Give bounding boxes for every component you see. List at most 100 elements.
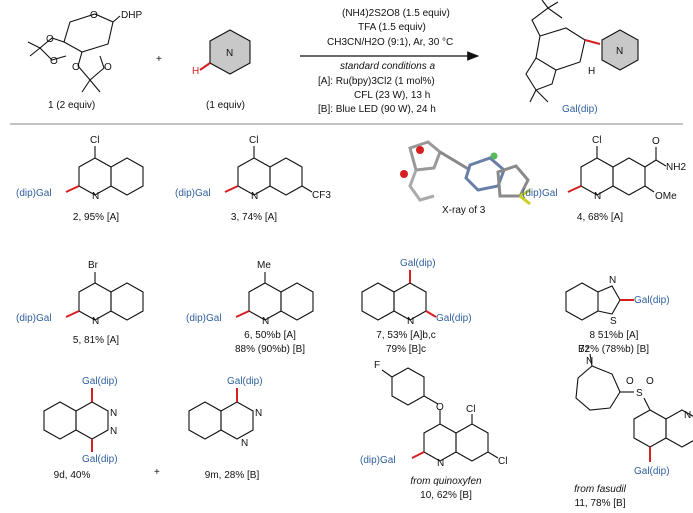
product-label: Gal(dip) bbox=[562, 104, 598, 115]
compound-7-n: N bbox=[407, 316, 414, 327]
compound-2-n: N bbox=[92, 191, 99, 202]
compound-5-n: N bbox=[92, 316, 99, 327]
compound-9m-group: Gal(dip) bbox=[227, 376, 263, 387]
compound-6-structure bbox=[235, 272, 314, 321]
reactant-1-structure: O O O O O bbox=[27, 10, 121, 93]
product-structure bbox=[525, 0, 601, 103]
compound-10-cl2: Cl bbox=[498, 456, 507, 467]
svg-text:O: O bbox=[72, 62, 80, 73]
compound-8-caption-1: 8 51%b [A] bbox=[589, 330, 639, 341]
compound-4-group: (dip)Gal bbox=[522, 188, 558, 199]
compound-7-caption-1: 7, 53% [A]b,c bbox=[376, 330, 436, 341]
condition-1: (NH4)2S2O8 (1.5 equiv) bbox=[342, 8, 450, 19]
ring-n-atom: N bbox=[226, 48, 233, 59]
compound-4-cl: Cl bbox=[592, 135, 601, 146]
compound-5-br: Br bbox=[88, 260, 99, 271]
compound-10-structure bbox=[381, 367, 499, 462]
compound-10-f: F bbox=[374, 360, 380, 371]
compound-9d-group-bottom: Gal(dip) bbox=[82, 454, 118, 465]
compound-6-group: (dip)Gal bbox=[186, 313, 222, 324]
svg-text:O: O bbox=[46, 34, 54, 45]
compound-5-caption: 5, 81% [A] bbox=[72, 335, 120, 346]
compound-9m-structure bbox=[188, 388, 254, 440]
compound-8-group: Gal(dip) bbox=[634, 295, 670, 306]
compound-11-caption-1: from fasudil bbox=[574, 484, 626, 495]
compound-6-caption-1: 6, 50%b [A] bbox=[244, 330, 296, 341]
condition-3: CH3CN/H2O (9:1), Ar, 30 °C bbox=[327, 37, 453, 48]
compound-11-o2: O bbox=[646, 376, 654, 387]
compound-4-nh2: NH2 bbox=[666, 162, 686, 173]
compound-10-o: O bbox=[436, 402, 444, 413]
compound-10-caption-1: from quinoxyfen bbox=[410, 476, 482, 487]
compound-3-cl: Cl bbox=[249, 135, 258, 146]
compound-8-n: N bbox=[609, 275, 616, 286]
compound-7-caption-2: 79% [B]c bbox=[385, 344, 427, 355]
compound-2-cl: Cl bbox=[90, 135, 99, 146]
compound-2-caption: 2, 95% [A] bbox=[72, 212, 120, 223]
h-atom: H bbox=[192, 66, 199, 77]
ring-oxygen: O bbox=[90, 10, 98, 21]
reactant-1-label: 1 (2 equiv) bbox=[48, 100, 95, 111]
compound-2-structure bbox=[65, 146, 144, 196]
compound-7-group-side: Gal(dip) bbox=[436, 313, 472, 324]
compound-7-group-top: Gal(dip) bbox=[400, 258, 436, 269]
compound-4-n: N bbox=[594, 191, 601, 202]
compound-9m-caption: 9m, 28% [B] bbox=[204, 470, 260, 481]
compound-4-o: O bbox=[652, 136, 660, 147]
compound-11-caption-2: 11, 78% [B] bbox=[574, 498, 626, 509]
compound-11-bz: Bz bbox=[578, 344, 590, 355]
svg-text:O: O bbox=[50, 56, 58, 67]
compound-3-group: (dip)Gal bbox=[175, 188, 211, 199]
compound-6-me: Me bbox=[257, 260, 271, 271]
compound-5-structure bbox=[65, 272, 144, 321]
condition-4: standard conditions a bbox=[340, 61, 436, 72]
compound-10-caption-2: 10, 62% [B] bbox=[420, 490, 472, 501]
compound-4-caption: 4, 68% [A] bbox=[576, 212, 624, 223]
xray-caption-text: X-ray of 3 bbox=[442, 205, 486, 216]
dhp-label: DHP bbox=[121, 10, 142, 21]
svg-text:O: O bbox=[104, 62, 112, 73]
compound-9d-structure bbox=[43, 388, 109, 452]
compound-9m-n1: N bbox=[255, 408, 262, 419]
compound-10-group: (dip)Gal bbox=[360, 455, 396, 466]
compound-11-s: S bbox=[636, 388, 643, 399]
condition-5: [A]: Ru(bpy)3Cl2 (1 mol%) bbox=[318, 76, 435, 87]
condition-6: CFL (23 W), 13 h bbox=[354, 90, 430, 101]
compound-4-structure bbox=[567, 146, 667, 196]
product-h-atom: H bbox=[588, 66, 595, 77]
compound-9m-n2: N bbox=[241, 438, 248, 449]
compound-2-group: (dip)Gal bbox=[16, 188, 52, 199]
condition-2: TFA (1.5 equiv) bbox=[358, 22, 426, 33]
compound-3-n: N bbox=[251, 191, 258, 202]
xray-structure-image bbox=[400, 140, 531, 206]
compound-11-group: Gal(dip) bbox=[634, 466, 670, 477]
compound-9d-n2: N bbox=[110, 426, 117, 437]
product-n-atom: N bbox=[616, 46, 623, 57]
compound-11-o1: O bbox=[626, 376, 634, 387]
compound-9d-group-top: Gal(dip) bbox=[82, 376, 118, 387]
reactant-2-heteroarene: N H bbox=[192, 29, 251, 77]
compound-8-s: S bbox=[610, 316, 617, 327]
plus-sign: + bbox=[156, 54, 162, 65]
compound-10-n: N bbox=[437, 458, 444, 469]
compound-3-caption: 3, 74% [A] bbox=[230, 212, 278, 223]
compound-5-group: (dip)Gal bbox=[16, 313, 52, 324]
compound-9d-n1: N bbox=[110, 408, 117, 419]
plus-sign-2: + bbox=[154, 467, 160, 478]
compound-6-caption-2: 88% (90%b) [B] bbox=[234, 344, 306, 355]
compound-10-cl1: Cl bbox=[466, 404, 475, 415]
compound-8-caption-2: 72% (78%b) [B] bbox=[578, 344, 650, 355]
reactant-2-label: (1 equiv) bbox=[206, 100, 245, 111]
compound-3-structure bbox=[224, 146, 313, 196]
compound-6-n: N bbox=[262, 316, 269, 327]
compound-3-cf3: CF3 bbox=[312, 190, 331, 201]
compound-11-n2: N bbox=[684, 410, 691, 421]
compound-8-structure bbox=[565, 282, 634, 321]
compound-11-n1: N bbox=[586, 356, 593, 367]
compound-11-structure bbox=[575, 353, 693, 462]
compound-9d-caption: 9d, 40% bbox=[53, 470, 91, 481]
product-heteroarene bbox=[601, 29, 639, 71]
compound-4-ome: OMe bbox=[655, 191, 677, 202]
